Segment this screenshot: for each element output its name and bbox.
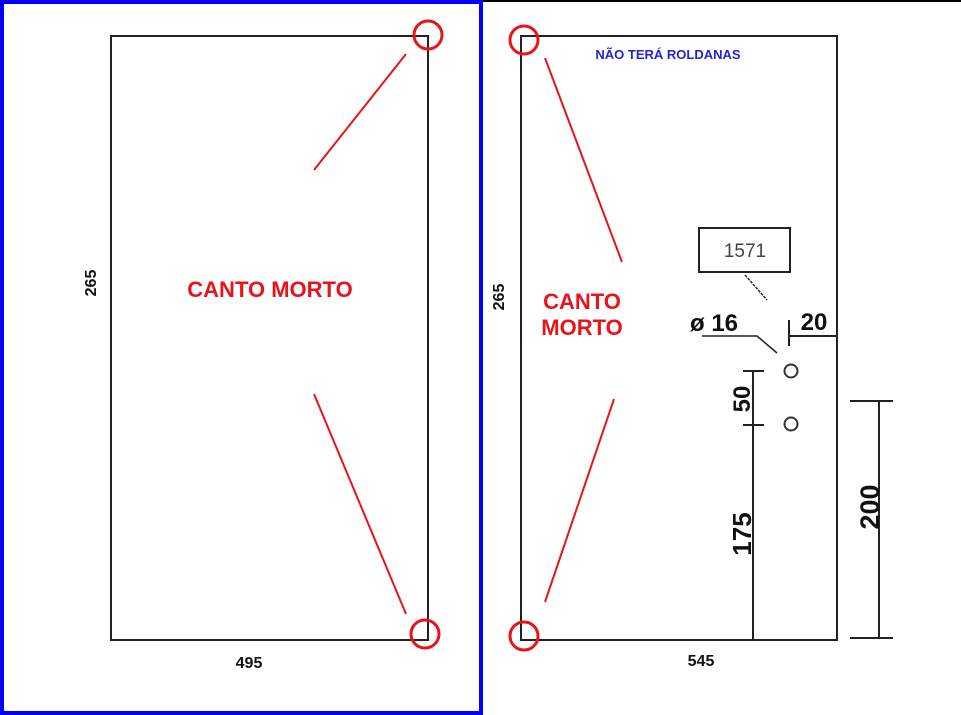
pointer-line-top <box>313 53 407 171</box>
hole-leader-line <box>702 335 778 354</box>
left-door-outline <box>110 35 429 641</box>
pointer-line-top <box>544 57 623 263</box>
hole-spacing-label: 50 <box>729 386 756 413</box>
hole-height-label: 175 <box>727 512 757 555</box>
edge-offset-label: 20 <box>801 309 828 336</box>
dead-corner-marker-top <box>508 24 540 56</box>
hole-upper <box>783 363 799 379</box>
dead-corner-marker-top <box>412 19 444 51</box>
right-panel: NÃO TERÁ ROLDANAS CANTO MORTO 265 545 15… <box>491 24 893 670</box>
height-dimension: 265 <box>491 284 508 311</box>
dead-corner-label-line2: MORTO <box>541 315 622 340</box>
height-dimension: 265 <box>83 270 100 297</box>
dead-corner-marker-bottom <box>508 620 540 652</box>
no-rollers-note: NÃO TERÁ ROLDANAS <box>595 47 740 62</box>
dead-corner-label: CANTO MORTO <box>187 277 352 302</box>
right-door-outline <box>520 35 838 641</box>
dead-corner-marker-bottom <box>409 618 441 650</box>
pointer-line-bottom <box>313 393 407 615</box>
part-leader-line <box>744 274 768 301</box>
width-dimension: 545 <box>688 653 715 670</box>
part-number: 1571 <box>724 241 766 262</box>
width-dimension: 495 <box>236 655 263 672</box>
left-panel-frame <box>0 0 483 715</box>
handle-height-label: 200 <box>855 484 885 529</box>
hole-lower <box>783 416 799 432</box>
pointer-line-bottom <box>544 398 615 603</box>
hole-diameter-label: ø 16 <box>690 310 738 337</box>
left-panel: CANTO MORTO 265 495 <box>83 19 444 672</box>
part-number-box <box>698 227 791 273</box>
dead-corner-label-line1: CANTO <box>543 289 621 314</box>
